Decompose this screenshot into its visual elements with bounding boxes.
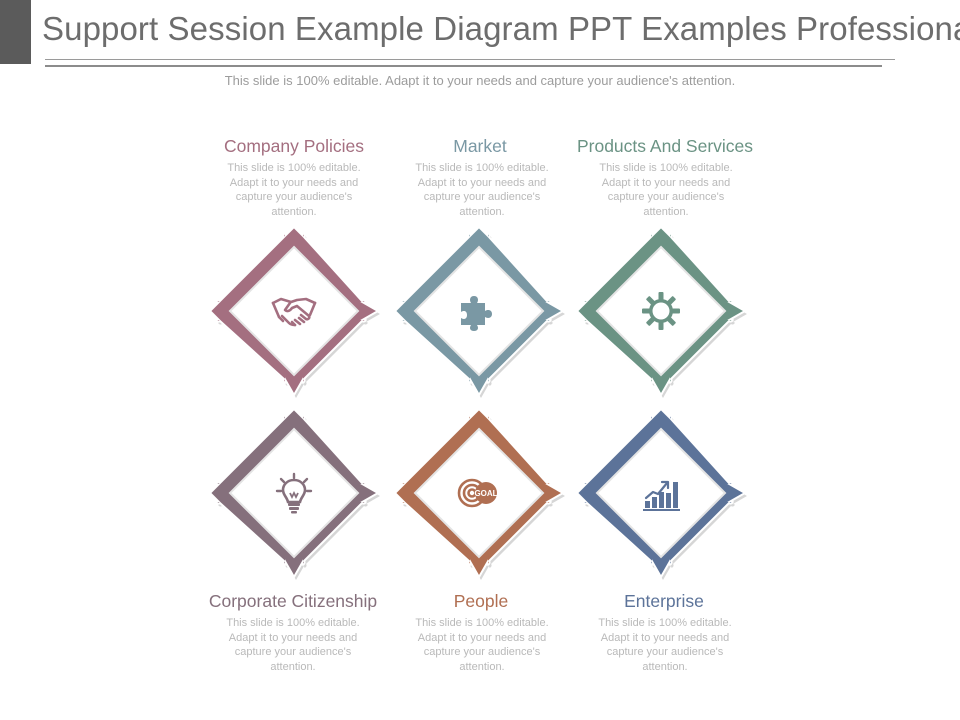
diamond-tile-enterprise [571, 403, 751, 583]
item-title-corporate-citizenship: Corporate Citizenship [208, 591, 378, 611]
item-title-products-services: Products And Services [576, 136, 754, 156]
handshake-icon [270, 287, 318, 335]
item-desc-products-services: This slide is 100% editable. Adapt it to… [599, 162, 733, 218]
title-divider-top [45, 59, 895, 60]
page-title: Support Session Example Diagram PPT Exam… [42, 10, 960, 47]
item-desc-corporate-citizenship: This slide is 100% editable. Adapt it to… [226, 617, 360, 673]
diamond-frame [208, 225, 381, 398]
diamond-tile-products-services [571, 221, 751, 401]
growth-chart-icon [637, 469, 685, 517]
corner-accent-block [0, 0, 31, 64]
diamond-tile-corporate-citizenship [204, 403, 384, 583]
item-title-enterprise: Enterprise [624, 591, 704, 611]
item-desc-enterprise: This slide is 100% editable. Adapt it to… [598, 617, 732, 673]
lightbulb-icon [270, 469, 318, 517]
item-title-people: People [453, 591, 509, 611]
gear-icon [637, 287, 685, 335]
diamond-tile-market [389, 221, 569, 401]
item-desc-market: This slide is 100% editable. Adapt it to… [415, 162, 549, 218]
goal-target-icon: GOAL [455, 469, 503, 517]
item-desc-people: This slide is 100% editable. Adapt it to… [415, 617, 549, 673]
title-divider-bottom [45, 65, 882, 67]
diamond-tile-company-policies [204, 221, 384, 401]
goal-label: GOAL [474, 489, 497, 498]
diamond-tile-people: GOAL [389, 403, 569, 583]
item-title-market: Market [453, 136, 507, 156]
puzzle-icon [455, 287, 503, 335]
page-subtitle: This slide is 100% editable. Adapt it to… [224, 73, 736, 88]
item-title-company-policies: Company Policies [223, 136, 365, 156]
item-desc-company-policies: This slide is 100% editable. Adapt it to… [227, 162, 361, 218]
